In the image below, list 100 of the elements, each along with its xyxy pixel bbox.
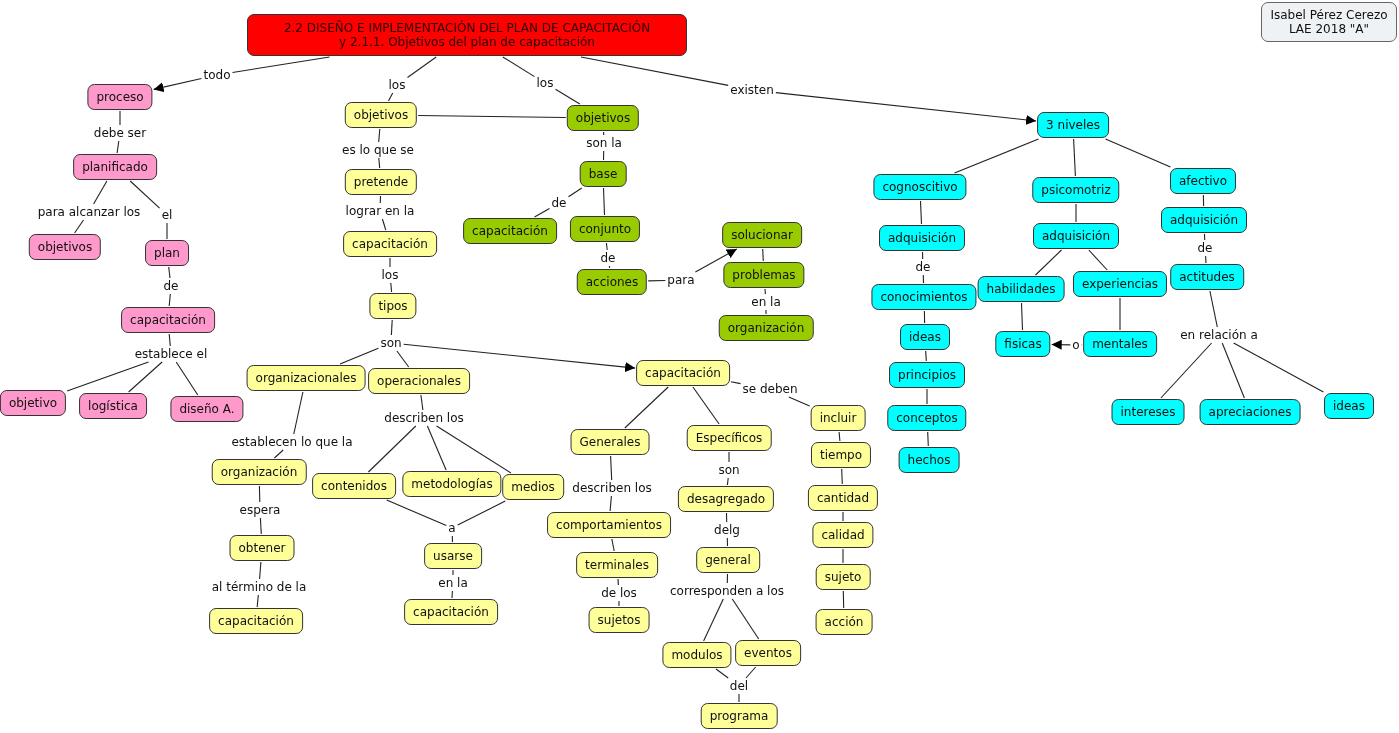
connector-line xyxy=(128,361,163,393)
linking-phrase: de los xyxy=(600,586,638,600)
connector-line xyxy=(728,451,730,463)
linking-phrase: los xyxy=(387,78,407,92)
connector-line xyxy=(390,319,393,336)
concept-box: organización xyxy=(718,315,814,341)
concept-box: organización xyxy=(211,459,307,485)
connector-line xyxy=(923,310,926,324)
concept-box: capacitación xyxy=(209,608,303,634)
arrow xyxy=(153,77,203,93)
arrow xyxy=(775,92,1037,125)
connector-line xyxy=(921,251,924,260)
concept-box: medios xyxy=(502,474,564,500)
linking-phrase: delg xyxy=(713,523,741,537)
connector-line xyxy=(533,207,551,218)
connector-line xyxy=(168,293,171,307)
connector-line xyxy=(175,361,199,396)
concept-box: acciones xyxy=(576,269,648,295)
connector-line xyxy=(726,477,729,486)
concept-box: problemas xyxy=(723,262,805,288)
linking-phrase: del xyxy=(728,679,750,693)
concept-box: experiencias xyxy=(1072,271,1168,297)
connector-line xyxy=(386,499,447,527)
connector-line xyxy=(390,282,393,293)
connector-line xyxy=(1073,138,1076,177)
connector-line xyxy=(1119,297,1121,331)
concept-box: adquisición xyxy=(1033,223,1119,249)
connector-line xyxy=(1205,255,1207,264)
connector-line xyxy=(293,391,304,435)
linking-phrase: de xyxy=(162,279,180,293)
linking-phrase: los xyxy=(380,268,400,282)
connector-line xyxy=(168,333,171,347)
connector-line xyxy=(1160,342,1213,399)
connector-line xyxy=(745,666,757,679)
connector-line xyxy=(273,449,284,459)
concept-box: solucionar xyxy=(722,222,802,248)
connector-line xyxy=(605,242,608,251)
concept-box: diseño A. xyxy=(170,396,244,422)
connector-line xyxy=(1020,302,1024,331)
connector-line xyxy=(602,150,605,161)
concept-box: programa xyxy=(700,703,778,729)
connector-line xyxy=(841,468,843,485)
linking-phrase: se deben xyxy=(741,382,799,396)
connector-line xyxy=(609,495,612,512)
connector-line xyxy=(451,535,454,543)
concept-box: objetivo xyxy=(0,390,67,416)
connector-line xyxy=(417,114,567,119)
connector-line xyxy=(608,265,611,269)
concept-box: hechos xyxy=(898,447,960,473)
connector-line xyxy=(1075,203,1077,223)
concept-box: obtener xyxy=(229,535,295,561)
concept-box: capacitación xyxy=(636,360,730,386)
concept-box: psicomotriz xyxy=(1032,177,1120,203)
connector-line xyxy=(387,92,394,102)
connector-line xyxy=(762,248,764,262)
concept-box: acción xyxy=(815,609,873,635)
connector-line xyxy=(765,309,767,315)
concept-box: objetivos xyxy=(566,105,640,131)
linking-phrase: de xyxy=(914,260,932,274)
connector-line xyxy=(725,512,728,523)
connector-line xyxy=(925,350,927,362)
linking-phrase: debe ser xyxy=(92,126,148,140)
concept-box: conocimientos xyxy=(871,284,977,310)
connector-line xyxy=(927,431,929,447)
subtitle-text: y 2.1.1. Objetivos del plan de capacitación xyxy=(338,35,596,49)
connector-line xyxy=(647,279,666,282)
title-box xyxy=(247,14,687,56)
connector-line xyxy=(602,187,606,216)
linking-phrase: para alcanzar los xyxy=(36,205,142,219)
connector-line xyxy=(731,598,760,640)
concept-box: usarse xyxy=(424,543,482,569)
concept-box: afectivo xyxy=(1170,168,1236,194)
connector-line xyxy=(703,598,724,642)
concept-box: ideas xyxy=(1324,393,1374,419)
concept-box: fisicas xyxy=(995,331,1051,357)
concept-box: modulos xyxy=(662,642,732,668)
concept-box: pretende xyxy=(344,169,418,195)
connector-line xyxy=(715,668,729,679)
connector-line xyxy=(231,56,331,74)
connector-line xyxy=(603,131,605,136)
linking-phrase: establece el xyxy=(133,347,209,361)
concept-box: capacitación xyxy=(463,218,557,244)
author-box: Isabel Pérez Cerezo LAE 2018 "A" xyxy=(1261,2,1397,42)
concept-box: mentales xyxy=(1083,331,1157,357)
concept-box: comportamientos xyxy=(547,512,671,538)
concept-box: objetivos xyxy=(28,234,102,260)
connector-line xyxy=(378,157,381,169)
connector-line xyxy=(1202,194,1205,207)
connector-line xyxy=(451,590,453,599)
connector-line xyxy=(919,200,923,225)
connector-line xyxy=(259,517,262,535)
connector-line xyxy=(367,425,417,473)
connector-line xyxy=(567,187,583,198)
connector-line xyxy=(926,388,928,405)
connector-line xyxy=(554,88,581,105)
connector-line xyxy=(457,500,506,526)
concept-box: plan xyxy=(145,240,189,266)
connector-line xyxy=(436,425,512,474)
concept-box: apreciaciones xyxy=(1199,399,1301,425)
linking-phrase: son la xyxy=(585,136,623,150)
